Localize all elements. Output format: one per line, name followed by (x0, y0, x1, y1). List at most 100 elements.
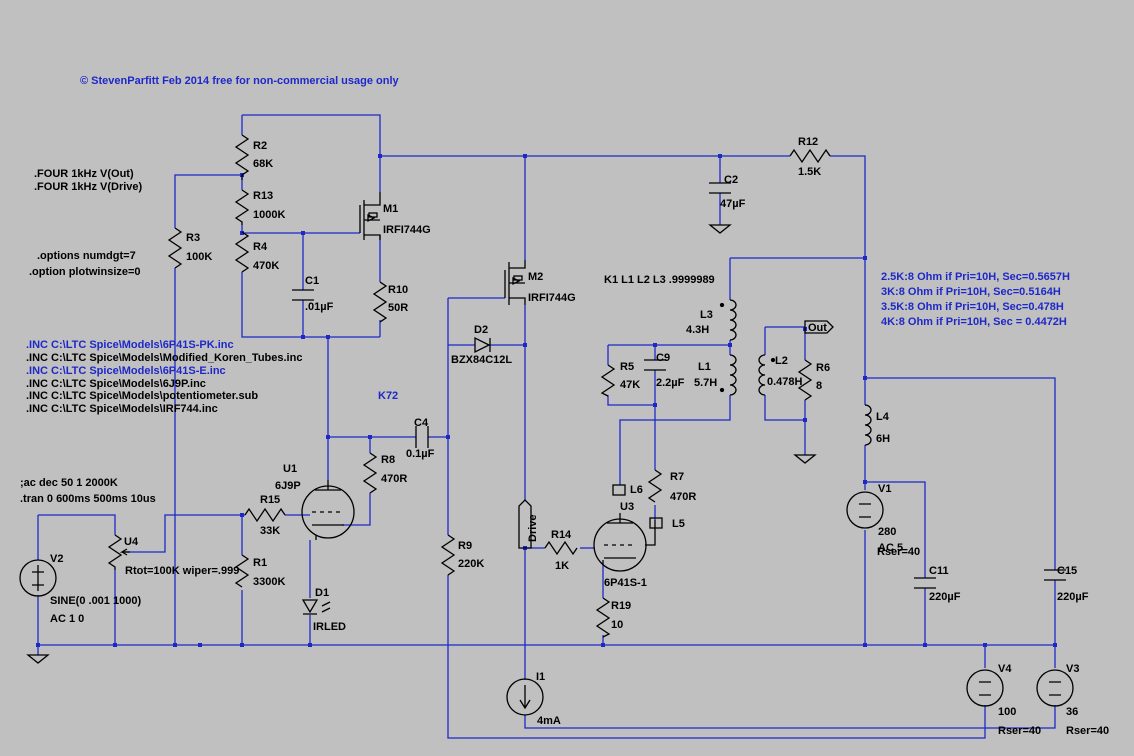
r2-symbol (234, 134, 250, 180)
coupling-directive: K1 L1 L2 L3 .9999989 (604, 274, 715, 286)
u4-name: U4 (124, 536, 139, 548)
r3-name: R3 (186, 232, 200, 244)
r3-value: 100K (186, 251, 212, 263)
drive-net-label: Drive (527, 514, 539, 542)
l2-name: L2 (775, 355, 788, 367)
v4-value2: Rser=40 (998, 725, 1041, 737)
d2-name: D2 (474, 324, 488, 336)
r2-name: R2 (253, 140, 267, 152)
l1-name: L1 (698, 361, 711, 373)
r5-symbol (600, 364, 616, 397)
r4-name: R4 (253, 241, 268, 253)
include-line: .INC C:\LTC Spice\Models\6P41S-E.inc (26, 365, 226, 377)
i1-value: 4mA (537, 715, 561, 727)
resistor-symbols (167, 134, 831, 638)
c4-value: 0.1µF (406, 448, 435, 460)
l6-name: L6 (630, 484, 643, 496)
l4-name: L4 (876, 411, 890, 423)
r13-value: 1000K (253, 209, 285, 221)
u3-name: U3 (620, 501, 634, 513)
r4-symbol (234, 231, 250, 273)
ac-directive: ;ac dec 50 1 2000K (20, 477, 118, 489)
ground-symbols (26, 224, 817, 664)
d2-symbol (474, 336, 491, 354)
c4-symbol (415, 426, 429, 448)
r7-name: R7 (670, 471, 684, 483)
m2-value: IRFI744G (528, 292, 576, 304)
r5-name: R5 (620, 361, 634, 373)
transformer-note: 3.5K:8 Ohm if Pri=10H, Sec=0.478H (881, 301, 1064, 313)
r19-name: R19 (611, 600, 631, 612)
transformer-note: 4K:8 Ohm if Pri=10H, Sec = 0.4472H (881, 316, 1067, 328)
capacitor-symbols (292, 182, 1066, 589)
r19-symbol (595, 597, 611, 638)
i1-symbol (506, 678, 544, 716)
v3-name: V3 (1066, 663, 1079, 675)
m1-value: IRFI744G (383, 224, 431, 236)
l2-value: 0.478H (767, 376, 803, 388)
d2-value: BZX84C12L (451, 354, 512, 366)
four-directive-1: .FOUR 1kHz V(Out) (34, 168, 134, 180)
v2-name: V2 (50, 553, 63, 565)
r6-symbol (797, 359, 813, 401)
v2-value: SINE(0 .001 1000) (50, 595, 141, 607)
r7-symbol (647, 469, 663, 503)
i1-name: I1 (536, 671, 545, 683)
l3-value: 4.3H (686, 324, 709, 336)
inductor-symbols (719, 299, 872, 446)
r9-symbol (440, 534, 456, 576)
c11-value: 220µF (929, 591, 961, 603)
source-symbols (19, 491, 1074, 716)
l1-symbol (729, 354, 737, 396)
r15-symbol (244, 507, 286, 523)
v4-name: V4 (998, 663, 1012, 675)
r1-symbol (234, 554, 250, 588)
v3-value2: Rser=40 (1066, 725, 1109, 737)
r12-symbol (789, 148, 831, 164)
l1-value: 5.7H (694, 377, 717, 389)
diode-symbols (301, 336, 491, 615)
v3-symbol (1036, 669, 1074, 707)
r10-name: R10 (388, 284, 408, 296)
c2-symbol (709, 182, 731, 194)
v1-value3: Rser=40 (877, 546, 920, 558)
r14-symbol (544, 540, 578, 556)
c2-name: C2 (724, 174, 738, 186)
r6-value: 8 (816, 380, 822, 392)
l4-symbol (864, 404, 872, 446)
r9-name: R9 (458, 540, 472, 552)
c15-name: C15 (1057, 565, 1077, 577)
d1-symbol (301, 599, 319, 615)
d1-name: D1 (315, 587, 329, 599)
l3-symbol (729, 299, 737, 341)
r1-name: R1 (253, 557, 267, 569)
r15-name: R15 (260, 494, 280, 506)
l4-value: 6H (876, 433, 890, 445)
m1-name: M1 (383, 203, 398, 215)
c1-value: .01µF (305, 301, 334, 313)
c11-name: C11 (929, 565, 949, 577)
k72-label: K72 (378, 390, 398, 402)
r7-value: 470R (670, 491, 696, 503)
l5-name: L5 (672, 518, 685, 530)
c15-value: 220µF (1057, 591, 1089, 603)
u1-name: U1 (283, 463, 297, 475)
copyright-text: © StevenParfitt Feb 2014 free for non-co… (80, 75, 400, 87)
r4-value: 470K (253, 260, 279, 272)
options-directive-2: .option plotwinsize=0 (29, 266, 141, 278)
r15-value: 33K (260, 525, 280, 537)
r2-value: 68K (253, 158, 273, 170)
r10-value: 50R (388, 302, 408, 314)
r3-symbol (167, 227, 183, 269)
v1-value2: AC 5 (878, 542, 903, 554)
r14-name: R14 (551, 529, 572, 541)
u4-value: Rtot=100K wiper=.999 (125, 565, 239, 577)
mosfet-symbols (359, 192, 526, 305)
v2-value2: AC 1 0 (50, 613, 84, 625)
m2-name: M2 (528, 271, 543, 283)
transformer-note: 2.5K:8 Ohm if Pri=10H, Sec=0.5657H (881, 271, 1070, 283)
c11-symbol (914, 577, 936, 589)
d1-value: IRLED (313, 621, 346, 633)
r12-value: 1.5K (798, 166, 821, 178)
